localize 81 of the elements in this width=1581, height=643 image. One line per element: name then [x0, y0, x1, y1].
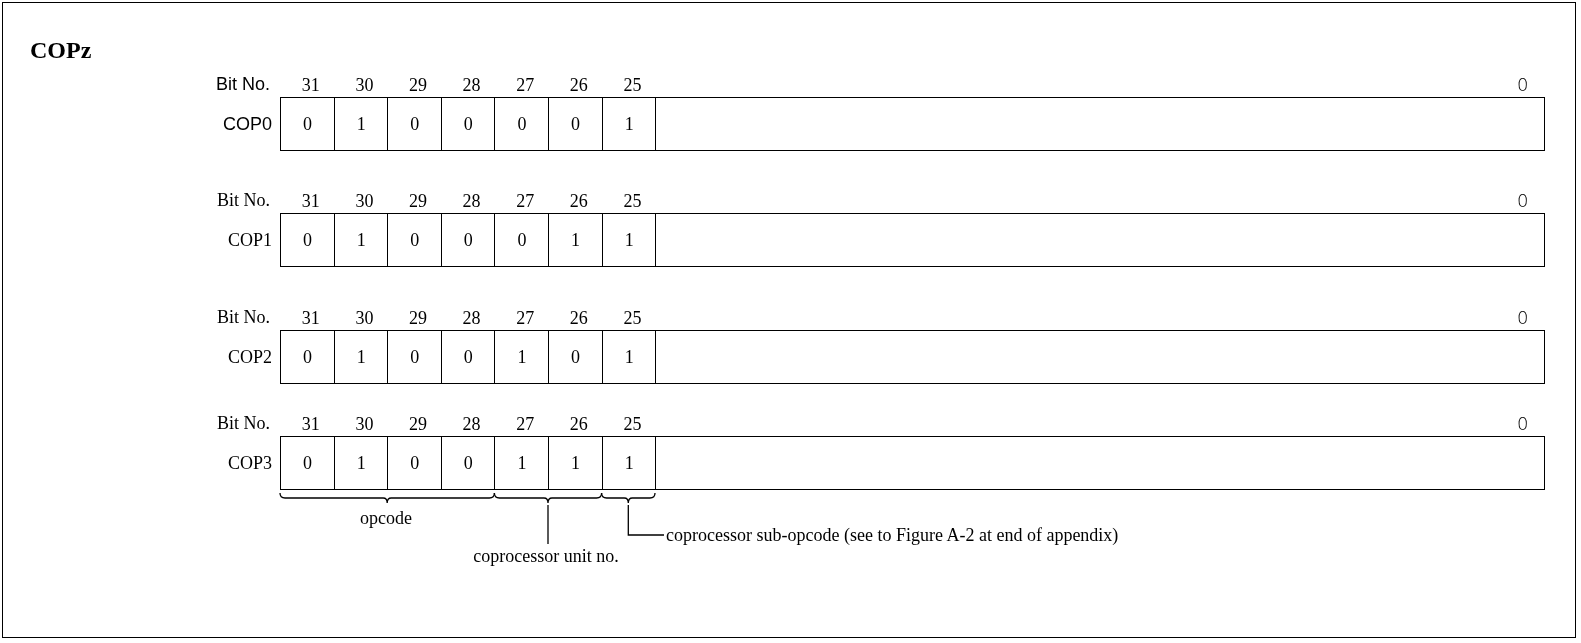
bit-number: 29 [409, 191, 427, 211]
bit-value-cell: 1 [333, 436, 389, 490]
bit-number: 27 [516, 308, 535, 328]
bit-number: 27 [516, 414, 535, 434]
bit-number: 31 [301, 414, 320, 434]
register-name: COP1 [228, 230, 272, 250]
bit-value-cell: 0 [387, 330, 443, 384]
register-name: COP0 [222, 114, 272, 134]
bit-number: 0 [1517, 191, 1529, 211]
bit-value-cell: 1 [333, 97, 389, 151]
bit-number-caption: Bit No. [217, 307, 270, 327]
bit-number: 30 [355, 75, 374, 95]
bit-value-cell: 1 [548, 436, 604, 490]
field-name: opcode [360, 508, 412, 528]
annotation-text: coprocessor unit no. [473, 546, 619, 566]
bit-number: 28 [462, 75, 481, 95]
bit-value-cell: 1 [333, 330, 389, 384]
bit-number-caption: Bit No. [217, 413, 270, 433]
curly-brace [493, 492, 603, 504]
curly-brace [600, 492, 656, 504]
annotation-text: coprocessor sub-opcode (see to Figure A-2 at end of appendix) [666, 525, 1119, 545]
bit-number: 0 [1517, 308, 1529, 328]
bit-number: 26 [569, 414, 588, 434]
bit-number: 28 [462, 308, 481, 328]
bit-number: 25 [623, 75, 642, 95]
bit-value-cell: 0 [548, 330, 604, 384]
bit-number: 30 [355, 308, 374, 328]
bit-number: 29 [409, 414, 427, 434]
bit-number-caption: Bit No. [215, 74, 270, 94]
bit-value-cell: 0 [494, 213, 550, 267]
bit-number: 25 [623, 191, 642, 211]
bit-value-cell: 0 [387, 97, 443, 151]
bit-number: 0 [1517, 75, 1529, 95]
bit-number: 28 [462, 414, 481, 434]
bit-value-cell: 1 [494, 330, 550, 384]
bit-number: 31 [301, 191, 320, 211]
bit-number-caption: Bit No. [217, 190, 270, 210]
field-box [655, 213, 1545, 267]
leader-line [547, 504, 549, 545]
register-name: COP2 [228, 347, 272, 367]
bit-value-cell: 0 [440, 213, 496, 267]
bit-number: 26 [569, 191, 588, 211]
bit-value-cell: 0 [280, 213, 336, 267]
bit-value-cell: 1 [494, 436, 550, 490]
bit-number: 30 [355, 191, 374, 211]
bit-value-cell: 0 [548, 97, 604, 151]
bit-value-cell: 0 [440, 330, 496, 384]
field-box [655, 436, 1545, 490]
bit-value-cell: 1 [601, 213, 657, 267]
field-box [655, 97, 1545, 151]
bit-value-cell: 0 [387, 436, 443, 490]
leader-line [627, 504, 665, 536]
bit-value-cell: 1 [601, 97, 657, 151]
bit-value-cell: 0 [280, 330, 336, 384]
register-name: COP3 [228, 453, 272, 473]
bit-value-cell: 1 [601, 436, 657, 490]
bit-value-cell: 1 [548, 213, 604, 267]
bit-number: 29 [409, 75, 427, 95]
bit-value-cell: 0 [494, 97, 550, 151]
bit-value-cell: 0 [440, 97, 496, 151]
bit-number: 31 [301, 75, 320, 95]
curly-brace [279, 492, 496, 504]
bit-number: 31 [301, 308, 320, 328]
bit-number: 26 [569, 75, 588, 95]
bit-value-cell: 0 [440, 436, 496, 490]
bit-number: 25 [623, 414, 642, 434]
bit-value-cell: 1 [601, 330, 657, 384]
bit-number: 29 [409, 308, 427, 328]
bit-value-cell: 0 [280, 97, 336, 151]
diagram-title: COPz [30, 40, 92, 60]
bit-number: 25 [623, 308, 642, 328]
bit-value-cell: 1 [333, 213, 389, 267]
bit-number: 28 [462, 191, 481, 211]
bit-number: 27 [516, 191, 535, 211]
bit-number: 0 [1517, 414, 1529, 434]
bit-number: 30 [355, 414, 374, 434]
bit-number: 27 [516, 75, 535, 95]
bit-value-cell: 0 [387, 213, 443, 267]
field-box [655, 330, 1545, 384]
bit-number: 26 [569, 308, 588, 328]
bit-value-cell: 0 [280, 436, 336, 490]
